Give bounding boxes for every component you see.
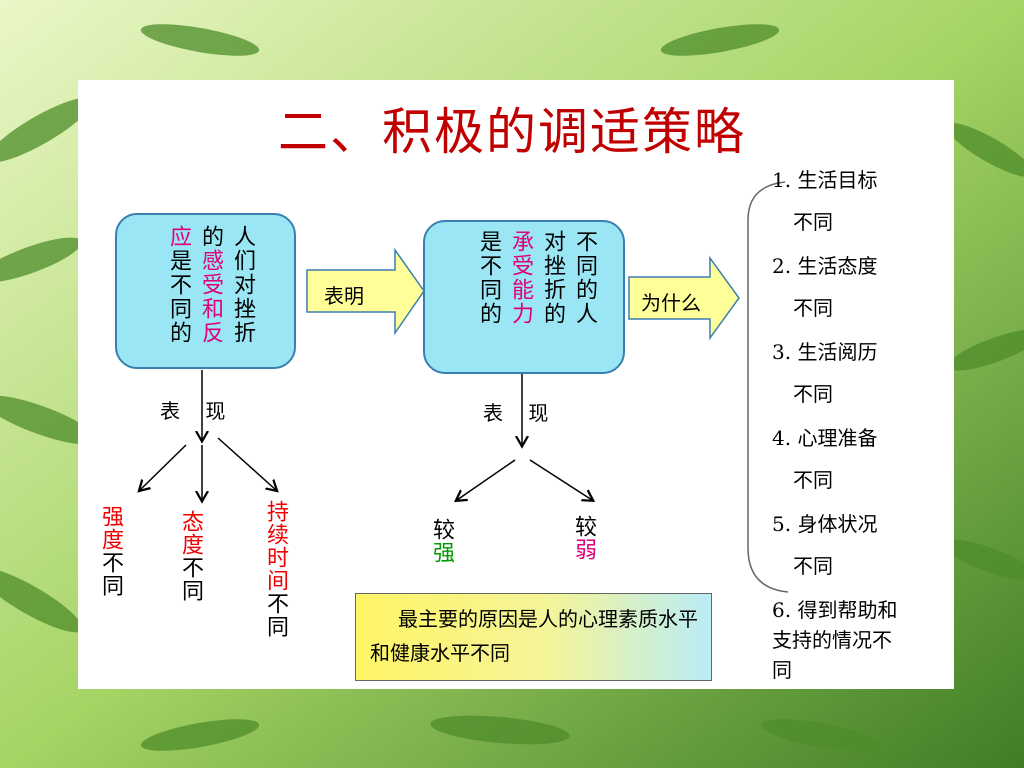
left-box-col-2: 的感受和反 xyxy=(198,225,223,345)
reason-6: 6. 得到帮助和 xyxy=(772,598,898,622)
arrow-label-biaoming: 表明 xyxy=(324,284,364,308)
reason-2: 2. 生活态度 xyxy=(772,254,878,278)
mid-box-col-3: 承受能力 xyxy=(508,230,533,326)
content-panel xyxy=(78,80,954,689)
reason-6-cont-1: 支持的情况不 xyxy=(772,628,892,652)
middle-tolerance-box: 不同的人 对挫折的 承受能力 是不同的 xyxy=(423,220,625,374)
reason-3: 3. 生活阅历 xyxy=(772,340,878,364)
slide-title: 二、积极的调适策略 xyxy=(278,103,746,161)
result-intensity: 强度不同 xyxy=(98,505,123,597)
mid-box-col-2: 对挫折的 xyxy=(540,230,565,326)
left-box-col-3: 应是不同的 xyxy=(166,225,191,345)
reason-3-cont: 不同 xyxy=(793,382,833,406)
left-feeling-box: 人们对挫折 的感受和反 应是不同的 xyxy=(115,213,296,369)
reason-5-cont: 不同 xyxy=(793,554,833,578)
result-duration: 持续时间不同 xyxy=(263,500,288,638)
reason-4-cont: 不同 xyxy=(793,468,833,492)
result-attitude: 态度不同 xyxy=(178,510,203,602)
left-biaoxian-label: 表 现 xyxy=(160,399,226,423)
summary-box: 最主要的原因是人的心理素质水平和健康水平不同 xyxy=(355,593,712,681)
reason-1: 1. 生活目标 xyxy=(772,168,878,192)
arrow-label-weishenme: 为什么 xyxy=(641,291,701,315)
mid-box-col-4: 是不同的 xyxy=(476,230,501,326)
reason-6-cont-2: 同 xyxy=(772,658,792,682)
result-stronger: 较强 xyxy=(429,518,454,564)
reason-5: 5. 身体状况 xyxy=(772,512,878,536)
left-box-col-1: 人们对挫折 xyxy=(230,225,255,345)
reason-2-cont: 不同 xyxy=(793,296,833,320)
reason-1-cont: 不同 xyxy=(793,210,833,234)
result-weaker: 较弱 xyxy=(571,515,596,561)
reason-4: 4. 心理准备 xyxy=(772,426,878,450)
mid-biaoxian-label: 表 现 xyxy=(483,401,549,425)
summary-text: 最主要的原因是人的心理素质水平和健康水平不同 xyxy=(370,607,698,665)
mid-box-col-1: 不同的人 xyxy=(572,230,597,326)
